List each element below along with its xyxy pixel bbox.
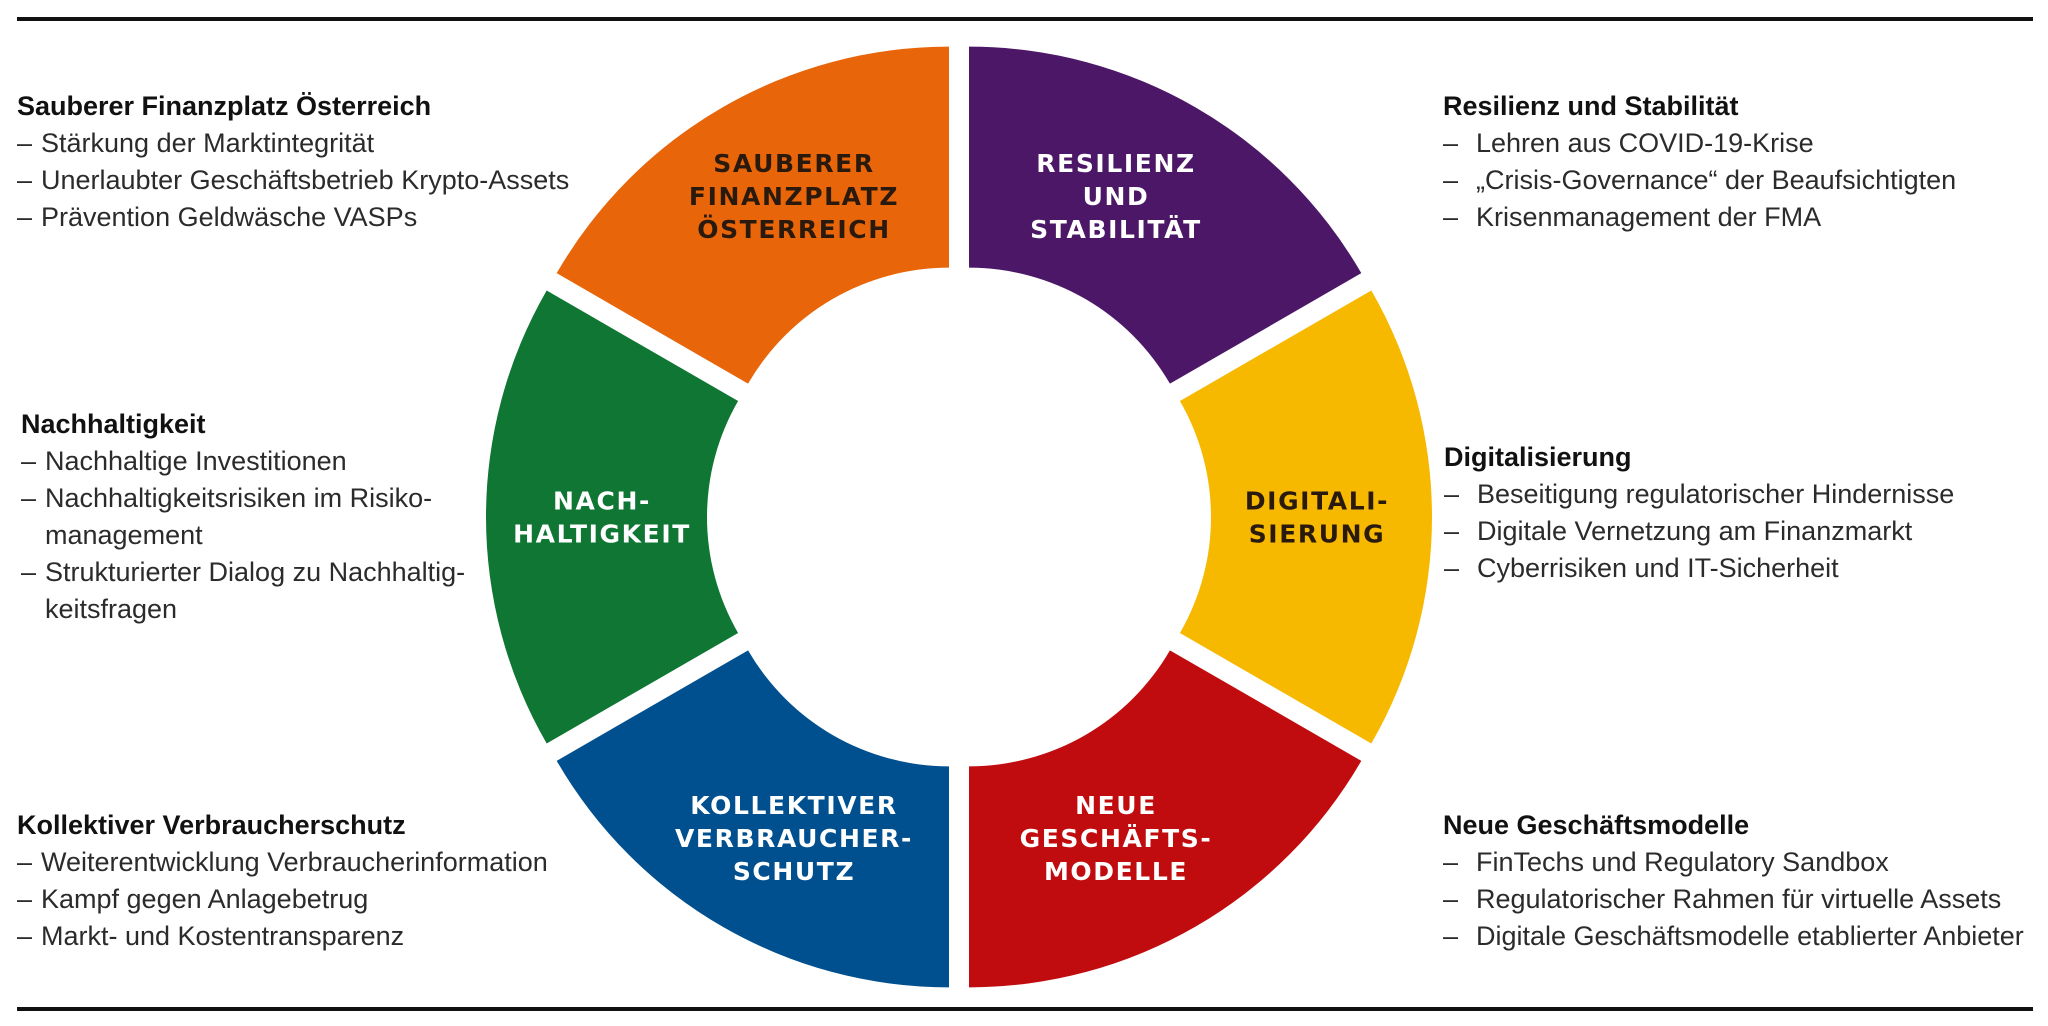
wheel-label-line: GESCHÄFTS- bbox=[1020, 823, 1213, 853]
wheel-label-line: KOLLEKTIVER bbox=[690, 791, 897, 820]
list-item: Cyberrisiken und IT-Sicherheit bbox=[1444, 550, 2044, 587]
wheel-segment-kollektiv bbox=[556, 650, 949, 988]
topic-title: Digitalisierung bbox=[1444, 442, 1632, 472]
list-item: Regulatorischer Rahmen für virtuelle Ass… bbox=[1443, 881, 2043, 918]
topic-list: Stärkung der Marktintegrität Unerlaubter… bbox=[17, 125, 637, 236]
topic-title: Kollektiver Verbraucherschutz bbox=[17, 810, 406, 840]
topic-title: Nachhaltigkeit bbox=[21, 409, 206, 439]
wheel-label-line: SCHUTZ bbox=[733, 857, 855, 886]
wheel-label-line: RESILIENZ bbox=[1036, 149, 1195, 178]
wheel-label-line: DIGITALI- bbox=[1245, 487, 1389, 516]
wheel-segment-nachhalt bbox=[486, 290, 739, 744]
wheel-label-line: NACH- bbox=[553, 487, 651, 516]
topic-list: Nachhaltige Investitionen Nachhaltigkeit… bbox=[21, 443, 491, 628]
wheel-segment-digital bbox=[1179, 290, 1432, 744]
topic-list: Beseitigung regulatorischer Hindernisse … bbox=[1444, 476, 2044, 587]
list-item: Stärkung der Marktintegrität bbox=[17, 125, 637, 162]
topic-list: Lehren aus COVID-19-Krise „Crisis-Govern… bbox=[1443, 125, 2043, 236]
wheel-label-line: STABILITÄT bbox=[1030, 214, 1202, 244]
wheel-label-line: SAUBERER bbox=[713, 149, 874, 178]
list-item: Prävention Geldwäsche VASPs bbox=[17, 199, 637, 236]
wheel-segment-sauber bbox=[556, 46, 949, 384]
wheel-label-line: SIERUNG bbox=[1249, 520, 1386, 549]
list-item: FinTechs und Regulatory Sandbox bbox=[1443, 844, 2043, 881]
list-item: Kampf gegen Anlagebetrug bbox=[17, 881, 637, 918]
wheel-label-sauber: SAUBERER FINANZPLATZ ÖSTERREICH bbox=[689, 149, 899, 244]
bottom-rule bbox=[17, 1007, 2033, 1011]
top-rule bbox=[17, 17, 2033, 21]
topic-block-sauberer-finanzplatz: Sauberer Finanzplatz Österreich Stärkung… bbox=[17, 88, 637, 236]
topic-block-resilienz-und-stabilitaet: Resilienz und Stabilität Lehren aus COVI… bbox=[1443, 88, 2043, 236]
wheel-label-kollektiv: KOLLEKTIVER VERBRAUCHER- SCHUTZ bbox=[675, 791, 913, 886]
wheel-label-line: HALTIGKEIT bbox=[513, 520, 691, 549]
list-item: Weiterentwicklung Verbraucherinformation bbox=[17, 844, 637, 881]
wheel-segment-neue bbox=[969, 650, 1362, 988]
wheel-label-neue: NEUE GESCHÄFTS- MODELLE bbox=[1020, 791, 1213, 886]
wheel-label-line: MODELLE bbox=[1044, 857, 1188, 886]
list-item: Strukturierter Dialog zu Nachhaltig-keit… bbox=[21, 554, 491, 628]
topic-list: FinTechs und Regulatory Sandbox Regulato… bbox=[1443, 844, 2043, 955]
topic-title: Neue Geschäftsmodelle bbox=[1443, 810, 1750, 840]
wheel-label-line: ÖSTERREICH bbox=[697, 214, 891, 244]
wheel-label-line: VERBRAUCHER- bbox=[675, 824, 913, 853]
list-item: Beseitigung regulatorischer Hindernisse bbox=[1444, 476, 2044, 513]
topic-list: Weiterentwicklung Verbraucherinformation… bbox=[17, 844, 637, 955]
topic-block-nachhaltigkeit: Nachhaltigkeit Nachhaltige Investitionen… bbox=[21, 406, 491, 628]
list-item: Digitale Geschäftsmodelle etablierter An… bbox=[1443, 918, 2043, 955]
wheel-label-digital: DIGITALI- SIERUNG bbox=[1245, 487, 1389, 549]
topic-title: Sauberer Finanzplatz Österreich bbox=[17, 91, 432, 121]
list-item: Nachhaltige Investitionen bbox=[21, 443, 491, 480]
topic-block-neue-geschaeftsmodelle: Neue Geschäftsmodelle FinTechs und Regul… bbox=[1443, 807, 2043, 955]
wheel-label-nachhalt: NACH- HALTIGKEIT bbox=[513, 487, 691, 549]
list-item: „Crisis-Governance“ der Beaufsichtigten bbox=[1443, 162, 2043, 199]
topic-title: Resilienz und Stabilität bbox=[1443, 91, 1739, 121]
wheel-label-line: FINANZPLATZ bbox=[689, 182, 899, 211]
list-item: Markt- und Kostentransparenz bbox=[17, 918, 637, 955]
wheel-label-line: UND bbox=[1083, 182, 1150, 211]
list-item: Unerlaubter Geschäftsbetrieb Krypto-Asse… bbox=[17, 162, 637, 199]
wheel-label-resilienz: RESILIENZ UND STABILITÄT bbox=[1030, 149, 1202, 244]
list-item: Krisenmanagement der FMA bbox=[1443, 199, 2043, 236]
list-item: Nachhaltigkeitsrisiken im Risiko-managem… bbox=[21, 480, 491, 554]
wheel-segment-resilienz bbox=[969, 46, 1362, 384]
list-item: Digitale Vernetzung am Finanzmarkt bbox=[1444, 513, 2044, 550]
wheel-label-line: NEUE bbox=[1075, 791, 1157, 820]
list-item: Lehren aus COVID-19-Krise bbox=[1443, 125, 2043, 162]
topic-block-kollektiver-verbraucherschutz: Kollektiver Verbraucherschutz Weiterentw… bbox=[17, 807, 637, 955]
topic-block-digitalisierung: Digitalisierung Beseitigung regulatorisc… bbox=[1444, 439, 2044, 587]
